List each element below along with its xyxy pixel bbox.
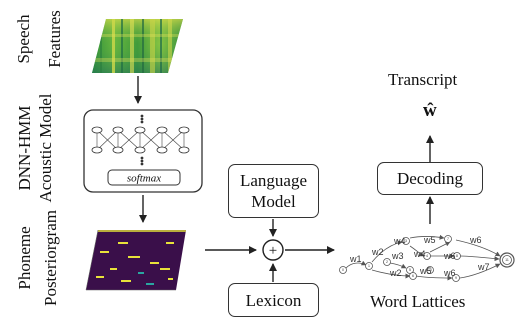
softmax-label: softmax [127, 173, 161, 185]
svg-text:w6: w6 [469, 235, 482, 245]
svg-text:w4: w4 [393, 236, 406, 246]
word-lattice-node-ids: 0 1 2 3 4 5 6 7 8 9 10 11 [342, 237, 509, 280]
combine-symbol: + [269, 243, 277, 259]
svg-text:7: 7 [447, 237, 449, 241]
decoding-box: Decoding [377, 162, 483, 195]
svg-text:w2: w2 [371, 247, 384, 257]
svg-text:3: 3 [405, 239, 407, 243]
svg-text:0: 0 [342, 268, 344, 272]
svg-text:w3: w3 [391, 251, 404, 261]
svg-text:5: 5 [409, 268, 411, 272]
lexicon-box: Lexicon [228, 283, 319, 317]
svg-text:w6: w6 [443, 268, 456, 278]
decoding-label: Decoding [396, 169, 464, 188]
spectrogram-image [92, 19, 183, 73]
svg-text:8: 8 [456, 254, 458, 258]
svg-text:w5: w5 [423, 235, 436, 245]
svg-text:w5: w5 [419, 266, 432, 276]
svg-text:11: 11 [505, 258, 509, 262]
word-lattice-labels: w1 w2 w4 w5 w6 w3 w4 w6 w2 w5 w6 w7 [349, 235, 490, 278]
svg-text:w1: w1 [349, 254, 362, 264]
word-lattice-nodes [339, 235, 515, 282]
word-lattices-label: Word Lattices [370, 292, 466, 311]
svg-text:4: 4 [426, 254, 428, 258]
softmax-box [107, 169, 181, 186]
combine-node [262, 239, 284, 261]
transcript-label: Transcript [388, 70, 458, 89]
svg-text:9: 9 [455, 276, 457, 280]
svg-text:6: 6 [412, 274, 414, 278]
language-model-box: Language Model [228, 164, 319, 218]
svg-text:10: 10 [428, 268, 432, 272]
svg-text:w6: w6 [443, 251, 456, 261]
svg-text:w2: w2 [389, 268, 402, 278]
language-model-line1: Language [239, 171, 308, 190]
svg-text:w7: w7 [477, 262, 490, 272]
svg-text:2: 2 [386, 260, 388, 264]
svg-text:w4: w4 [413, 249, 426, 259]
posteriorgram-image [85, 229, 186, 291]
lexicon-label: Lexicon [245, 290, 302, 310]
svg-text:1: 1 [368, 264, 370, 268]
dnn-network-icon [91, 114, 190, 166]
output-w-hat: ŵ [423, 100, 437, 121]
word-lattice-graph [345, 234, 501, 281]
language-model-line2: Model [251, 192, 296, 211]
